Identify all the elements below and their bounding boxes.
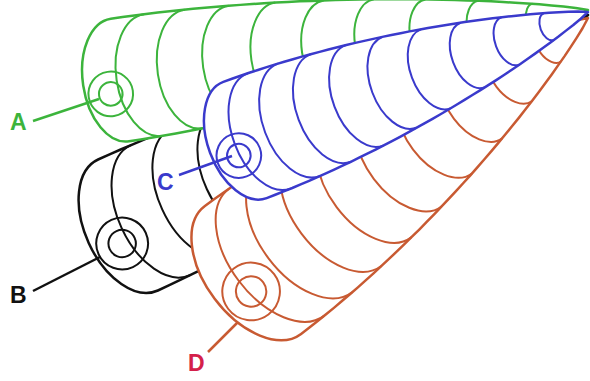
cone-ring [210,127,267,184]
leader-line [179,156,232,175]
cone-ring [397,29,450,117]
cone-ring [224,140,254,170]
cone-ring [104,225,140,261]
cone-group [59,0,590,363]
cone-ring [108,14,163,141]
leader-line [33,257,100,291]
cone-ring [230,270,273,313]
cone-outline [188,0,590,211]
cone-ring [97,81,124,108]
part-label: C [157,169,174,195]
cone-ring [92,145,190,293]
cone-ring [88,209,157,278]
cone-ring [211,251,292,332]
part-label: A [10,109,27,135]
leader-line [33,99,99,121]
leader-line [208,322,238,352]
cone-ring [316,45,384,157]
part-label: D [188,350,205,376]
leader-lines [33,99,238,352]
cone-ring [441,23,485,95]
cone-ring [85,69,136,120]
part-label: B [10,282,27,308]
cone-ring [149,10,202,134]
cone-ring [279,54,351,174]
cone [188,0,590,211]
cone-ring [536,13,554,43]
cone-ring [191,189,325,345]
cone-ring [487,17,519,70]
